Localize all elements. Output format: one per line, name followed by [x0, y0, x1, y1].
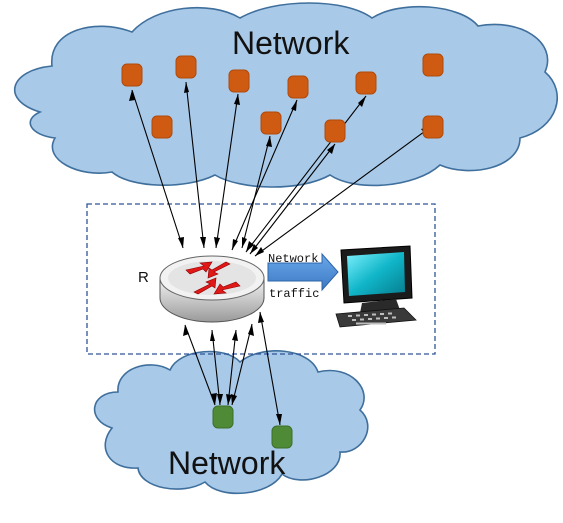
link-bottom-2	[211, 329, 221, 406]
node-green	[212, 405, 234, 429]
link-node-3	[215, 93, 239, 249]
bottom-links	[184, 311, 281, 426]
top-network-cloud: Network	[13, 2, 559, 188]
router-label: R	[138, 269, 149, 286]
top-network-label: Network	[232, 25, 350, 61]
bottom-nodes	[212, 405, 293, 449]
top-links	[131, 81, 433, 257]
link-node-8	[254, 125, 433, 257]
node-green	[271, 425, 293, 449]
link-node-2	[185, 81, 205, 249]
top-cloud-shape	[13, 2, 559, 188]
node-orange	[260, 111, 282, 135]
node-orange	[228, 69, 250, 93]
computer-monitor-icon	[335, 245, 417, 328]
router-icon	[159, 255, 265, 323]
link-node-7	[249, 143, 336, 255]
monitoring-box	[86, 203, 436, 355]
node-orange	[175, 55, 197, 79]
node-orange	[151, 115, 173, 139]
node-orange	[422, 115, 444, 139]
node-orange	[121, 63, 143, 87]
link-bottom-4	[231, 323, 253, 406]
traffic-arrow: Network traffic	[267, 252, 339, 301]
bottom-network-label: Network	[168, 445, 286, 481]
node-orange	[355, 71, 377, 95]
link-node-5	[241, 135, 271, 249]
link-bottom-5	[259, 311, 281, 426]
link-node-4	[231, 99, 298, 251]
node-orange	[422, 53, 444, 77]
link-node-6	[245, 95, 367, 253]
traffic-label-line2: traffic	[269, 287, 319, 301]
link-node-1	[131, 89, 184, 249]
link-bottom-1	[184, 324, 216, 406]
traffic-label-line1: Network	[268, 252, 318, 266]
link-bottom-3	[227, 329, 237, 406]
top-nodes	[121, 53, 444, 143]
node-orange	[287, 75, 309, 99]
node-orange	[324, 119, 346, 143]
